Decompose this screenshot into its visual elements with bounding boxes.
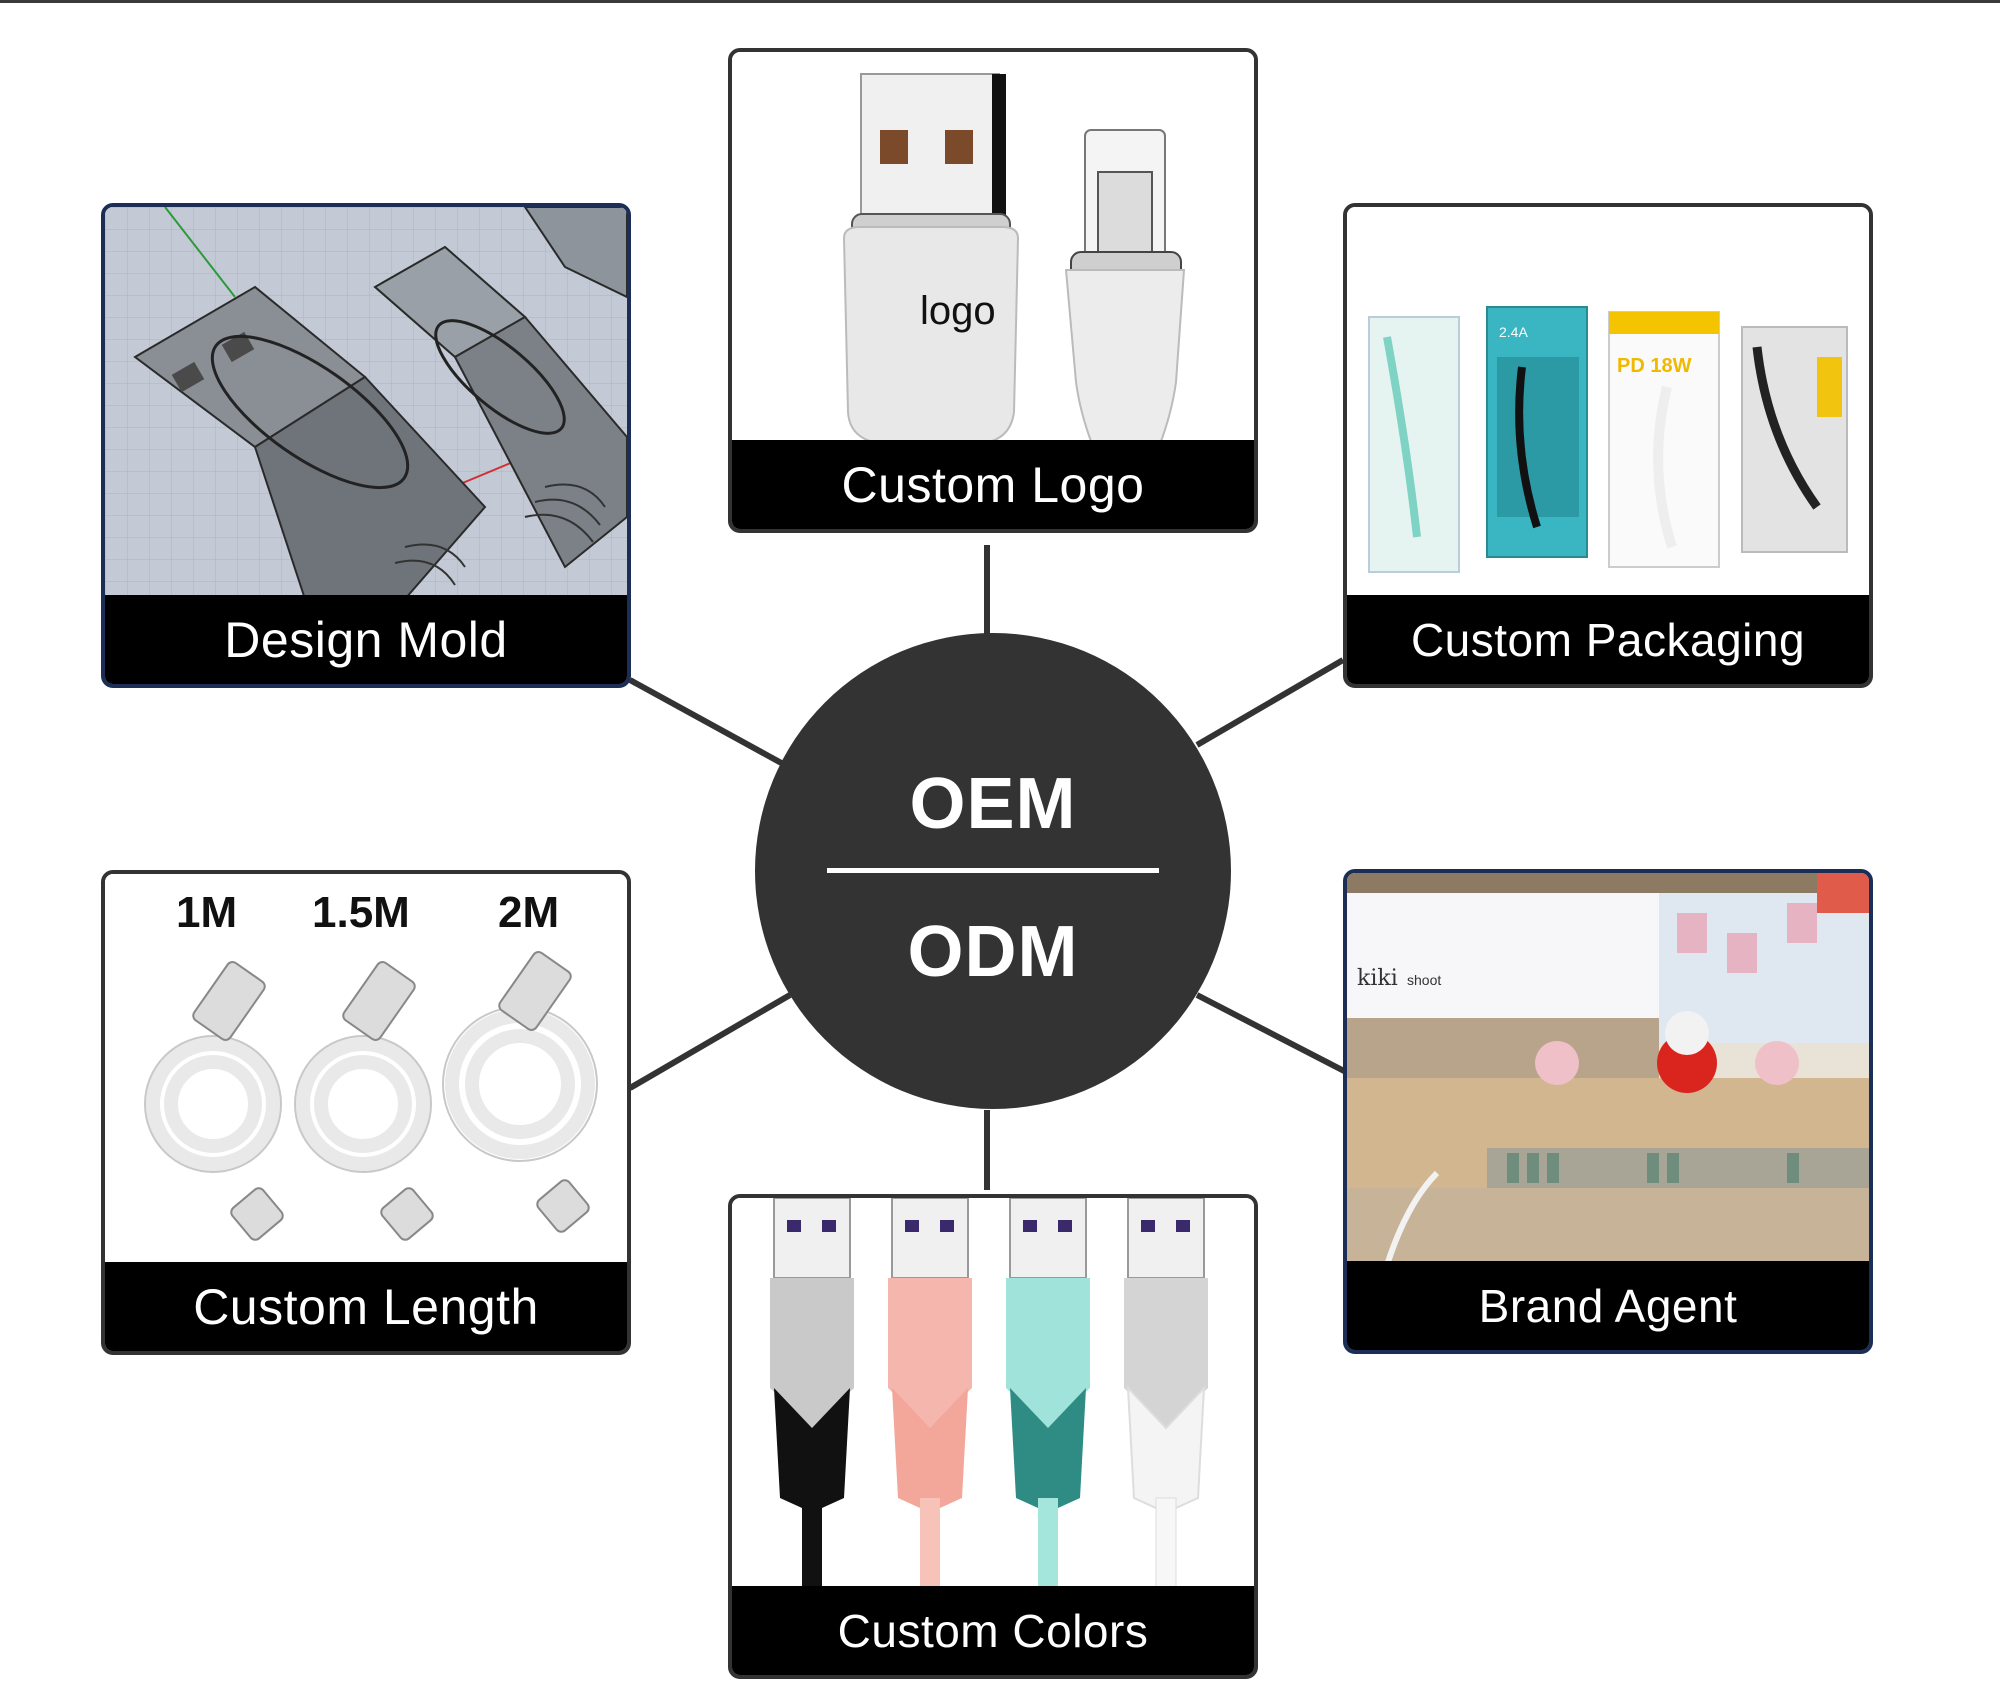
connector-mold [628, 677, 787, 768]
store-sign-shoot: shoot [1407, 972, 1441, 988]
panel-design-mold: Design Mold [101, 203, 631, 688]
store-photo-image: kiki shoot [1347, 873, 1869, 1265]
caption-custom-colors: Custom Colors [732, 1586, 1254, 1675]
hub-label-odm: ODM [907, 912, 1079, 992]
cad-mold-image [105, 207, 627, 599]
packaging-boxes-image: 2.4A PD 18W [1347, 207, 1869, 599]
connector-agent [1195, 992, 1348, 1075]
box-text-2: PD 18W [1617, 355, 1692, 377]
caption-custom-packaging: Custom Packaging [1347, 595, 1869, 684]
length-label-1m: 1M [176, 888, 238, 937]
length-label-1-5m: 1.5M [312, 888, 410, 937]
colored-cables-image [732, 1198, 1254, 1590]
oem-odm-hub: OEM ODM [755, 633, 1231, 1109]
caption-brand-agent: Brand Agent [1347, 1261, 1869, 1350]
panel-custom-colors: Custom Colors [728, 1194, 1258, 1679]
connector-packaging [1195, 657, 1345, 748]
logo-text: logo [920, 289, 996, 333]
panel-brand-agent: kiki shoot Brand Agent [1343, 869, 1873, 1354]
box-text-1: 2.4A [1499, 324, 1528, 340]
panel-custom-packaging: 2.4A PD 18W Custom Packaging [1343, 203, 1873, 688]
store-sign-kiki: kiki [1357, 966, 1398, 991]
logo-cable-image: logo [732, 52, 1254, 444]
caption-custom-length: Custom Length [105, 1262, 627, 1351]
length-label-2m: 2M [498, 888, 560, 937]
caption-custom-logo: Custom Logo [732, 440, 1254, 529]
hub-divider [827, 868, 1159, 873]
panel-custom-logo: logo Custom Logo [728, 48, 1258, 533]
top-rule [0, 0, 2000, 3]
panel-custom-length: Custom Length [101, 870, 631, 1355]
caption-design-mold: Design Mold [105, 595, 627, 684]
connector-length [628, 992, 792, 1091]
length-cables-image [105, 874, 627, 1266]
hub-label-oem: OEM [909, 764, 1077, 844]
